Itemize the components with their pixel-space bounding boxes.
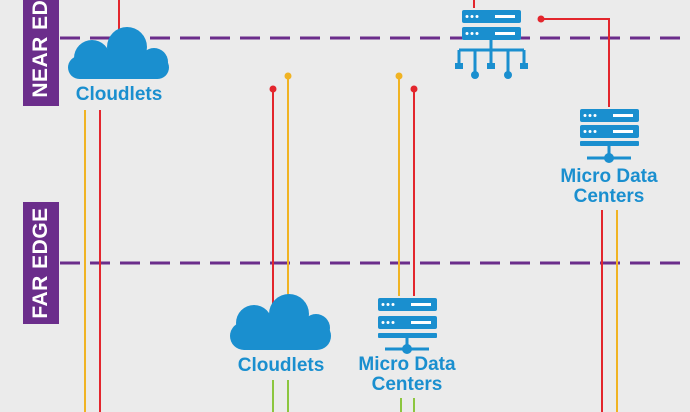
micro-data-centers-far-label: Micro Data Centers (358, 354, 456, 395)
far-edge-label: FAR EDGE (23, 202, 59, 324)
far-edge-label-text: FAR EDGE (29, 207, 52, 319)
connection-lines (84, 0, 618, 412)
server-stack-icon (580, 109, 639, 163)
micro-data-centers-near-label: Micro Data Centers (560, 166, 658, 207)
server-stack-icon (462, 10, 521, 40)
network-switch-icon (455, 40, 528, 79)
cloudlets-near-label: Cloudlets (75, 84, 163, 105)
near-edge-label-text: NEAR EDGE (29, 0, 52, 98)
cloud-icon (230, 294, 331, 350)
cloud-icon (68, 27, 169, 79)
cloudlets-far-label: Cloudlets (237, 355, 325, 376)
connection-endpoints (269, 15, 545, 93)
near-edge-label: NEAR EDGE (23, 0, 59, 106)
server-stack-icon (378, 298, 437, 354)
